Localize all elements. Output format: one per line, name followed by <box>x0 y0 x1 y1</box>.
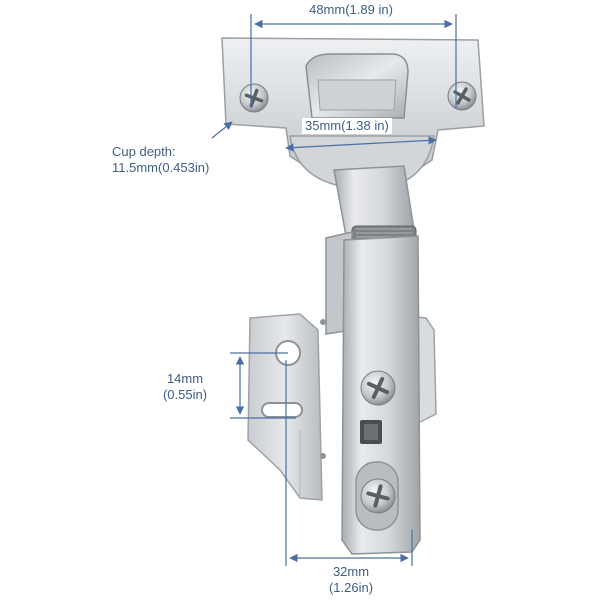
phillips-screw-icon <box>447 81 477 111</box>
phillips-screw-icon <box>360 370 396 406</box>
cup-diameter-label: 35mm(1.38 in) <box>302 118 392 134</box>
phillips-screw-icon <box>239 83 269 113</box>
phillips-screw-icon <box>360 478 396 514</box>
cup-depth-label: Cup depth: <box>112 144 176 159</box>
cup-depth-value: 11.5mm(0.453in) <box>112 160 210 175</box>
hole-spacing-in-label: (0.55in) <box>162 387 208 402</box>
hole-spacing-mm-label: 14mm <box>166 371 204 386</box>
arm-width-in-label: (1.26in) <box>328 580 374 595</box>
dimension-lines <box>211 14 457 566</box>
arm-width-mm-label: 32mm <box>332 564 370 579</box>
top-width-label: 48mm(1.89 in) <box>309 2 393 17</box>
